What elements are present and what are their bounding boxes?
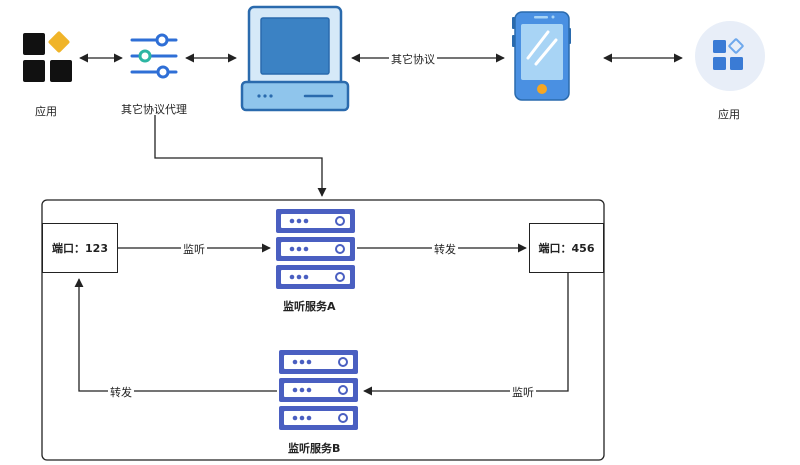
- edge-label-listen-a: 监听: [181, 241, 207, 257]
- server-a-icon: [276, 209, 355, 289]
- service-container: [41, 199, 605, 461]
- server-b-icon: [279, 350, 358, 430]
- computer-icon: [240, 5, 350, 112]
- edge-port-out-server-b: [363, 273, 569, 396]
- proxy-sliders-icon: [130, 33, 178, 79]
- app-right-icon: [695, 21, 765, 91]
- app-left-label: 应用: [35, 105, 57, 118]
- edge-label-forward-b: 转发: [108, 384, 134, 400]
- phone-icon: [512, 11, 571, 101]
- proxy-label: 其它协议代理: [121, 103, 187, 116]
- edge-label-forward-a: 转发: [432, 241, 458, 257]
- server-b-label: 监听服务B: [288, 442, 341, 455]
- edge-label-pc-phone: 其它协议: [389, 51, 437, 67]
- edge-server-b-port-in: [74, 278, 277, 392]
- app-left-icon: [23, 31, 72, 82]
- edge-label-listen-b: 监听: [510, 384, 536, 400]
- port-456-box: 端口：456: [529, 223, 604, 273]
- edge-proxy-container: [154, 115, 327, 197]
- server-a-label: 监听服务A: [283, 300, 336, 313]
- app-right-label: 应用: [718, 108, 740, 121]
- port-123-box: 端口：123: [42, 223, 118, 273]
